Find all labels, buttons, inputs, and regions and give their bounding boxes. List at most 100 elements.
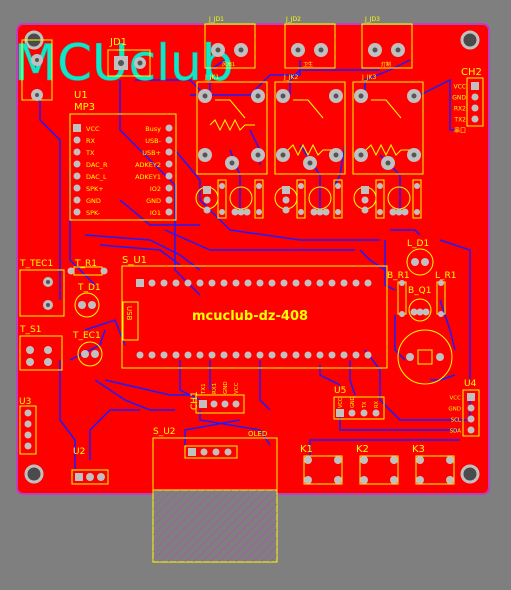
mcu-pin-pad — [340, 351, 348, 359]
mp3-pin-pad — [73, 124, 81, 132]
ch2-pin-label: GND — [452, 95, 466, 102]
l-r1-label: L_R1 — [435, 271, 457, 281]
ch2-pin-pad — [471, 93, 479, 101]
k2-label: K2 — [356, 444, 369, 455]
board-main-label: mcuclub-dz-408 — [192, 309, 308, 324]
mcu-pin-pad — [280, 351, 288, 359]
mcu-pin-pad — [148, 279, 156, 287]
ch1-pin-pad — [232, 400, 240, 408]
terminal-block-j-jd2: J_JD2 卫生 — [284, 16, 336, 69]
ch2-pin-label: VCC — [454, 84, 466, 91]
mcu-pin-pad — [136, 279, 144, 287]
j-jk2-label: J_JK2 — [283, 74, 298, 81]
mp3-pin-label-right: GND — [146, 197, 161, 205]
u5-label: U5 — [334, 386, 346, 396]
mcu-pin-pad — [184, 351, 192, 359]
mp3-pin-pad — [165, 160, 173, 168]
mcu-pin-pad — [160, 351, 168, 359]
j-ch3-label: 灯制 — [381, 61, 391, 68]
ch2-pin-pad — [471, 82, 479, 90]
u5-pin-pad — [336, 409, 344, 417]
mcu-pin-pad — [208, 351, 216, 359]
mp3-pin-group: VCCRXTXDAC_RDAC_LSPK+GNDSPK-BusyUSB-USB+… — [73, 124, 173, 217]
relay-driver-row — [195, 179, 422, 219]
u1-label: U1 — [74, 90, 88, 101]
ch1-pin-pad — [210, 400, 218, 408]
ch1-pin-label: VCC — [234, 382, 240, 394]
mp3-pin-label-left: RX — [86, 137, 96, 145]
t-s1-label: T_S1 — [19, 325, 41, 335]
u4-pin-label: SCL — [451, 418, 462, 424]
terminal-block-j-jd3: J_JD3 灯制 — [361, 16, 413, 69]
ch2-pin-label: 串口 — [454, 127, 466, 135]
mp3-module: U1 MP3 VCCRXTXDAC_RDAC_LSPK+GNDSPK-BusyU… — [69, 90, 177, 221]
u4-pin-group: VCC GND SCL SDA — [448, 393, 475, 435]
mp3-pin-label-right: USB- — [145, 137, 161, 145]
mcu-pin-group — [136, 279, 372, 359]
mcu-pin-pad — [328, 279, 336, 287]
s-u1-label: S_U1 — [122, 255, 147, 266]
mcu-pin-pad — [304, 351, 312, 359]
mcu-pin-pad — [280, 279, 288, 287]
mp3-pin-label-left: DAC_L — [86, 173, 107, 181]
tec-connector-top — [21, 39, 53, 101]
mp3-label: MP3 — [74, 102, 95, 113]
mcu-pin-pad — [160, 279, 168, 287]
ch2-pin-pad — [471, 104, 479, 112]
ch2-pin-label: TX2 — [453, 117, 466, 124]
u4-pin-pad — [467, 426, 475, 434]
j-jk3-label: J_JK3 — [361, 74, 376, 81]
u5-pin-label: GND — [350, 396, 356, 408]
t-d1-diode: T_D1 — [74, 283, 101, 318]
terminal-block-j-jd1: J_JD1 风扇1 — [204, 16, 256, 69]
usb-label: USB — [125, 306, 133, 321]
mp3-pin-pad — [73, 208, 81, 216]
u4-pin-pad — [467, 404, 475, 412]
u4-pin-pad — [467, 415, 475, 423]
relay-j-jk1: J_JK1 — [196, 74, 268, 175]
u4-pin-label: SDA — [450, 429, 462, 435]
t-s1-switch: T_S1 — [19, 325, 63, 371]
mcu-pin-pad — [256, 351, 264, 359]
mcu-pin-pad — [364, 351, 372, 359]
u4-pin-label: VCC — [450, 396, 462, 402]
mp3-pin-label-right: ADKEY1 — [135, 173, 161, 181]
b-r1-label: B_R1 — [387, 271, 410, 281]
j-ch2-label: 卫生 — [303, 61, 313, 68]
mcu-pin-pad — [196, 351, 204, 359]
t-d1-label: T_D1 — [77, 283, 101, 293]
u2-header: U2 — [71, 447, 109, 485]
u3-label: U3 — [19, 397, 31, 407]
mcu-pin-pad — [196, 279, 204, 287]
mp3-pin-pad — [165, 148, 173, 156]
mp3-pin-label-right: USB+ — [142, 149, 161, 157]
ch1-pin-pad — [221, 400, 229, 408]
push-buttons: K1 K2 K3 — [300, 444, 455, 485]
ch1-pin-label: GND — [223, 381, 229, 394]
mcu-pin-pad — [244, 279, 252, 287]
mcu-pin-pad — [232, 279, 240, 287]
mcu-pin-pad — [220, 351, 228, 359]
mp3-pin-label-right: IO1 — [150, 209, 161, 217]
led-light-section: L_D1 B_R1 L_R1 B_Q1 — [387, 239, 457, 385]
mcu-pin-pad — [244, 351, 252, 359]
t-tec1-connector: T_TEC1 — [19, 259, 65, 317]
ch2-label: CH2 — [461, 67, 482, 78]
u4-pin-label: GND — [448, 407, 461, 413]
u5-pin-label: TX — [362, 401, 368, 409]
mcu-pin-pad — [292, 279, 300, 287]
mcu-pin-pad — [232, 351, 240, 359]
mcu-pin-pad — [316, 351, 324, 359]
mp3-pin-pad — [73, 148, 81, 156]
mcu-pin-pad — [364, 279, 372, 287]
mp3-pin-pad — [165, 172, 173, 180]
copper-pour — [18, 25, 488, 493]
u4-pin-pad — [467, 393, 475, 401]
t-r1-label: T_R1 — [74, 259, 97, 269]
mp3-pin-pad — [73, 172, 81, 180]
